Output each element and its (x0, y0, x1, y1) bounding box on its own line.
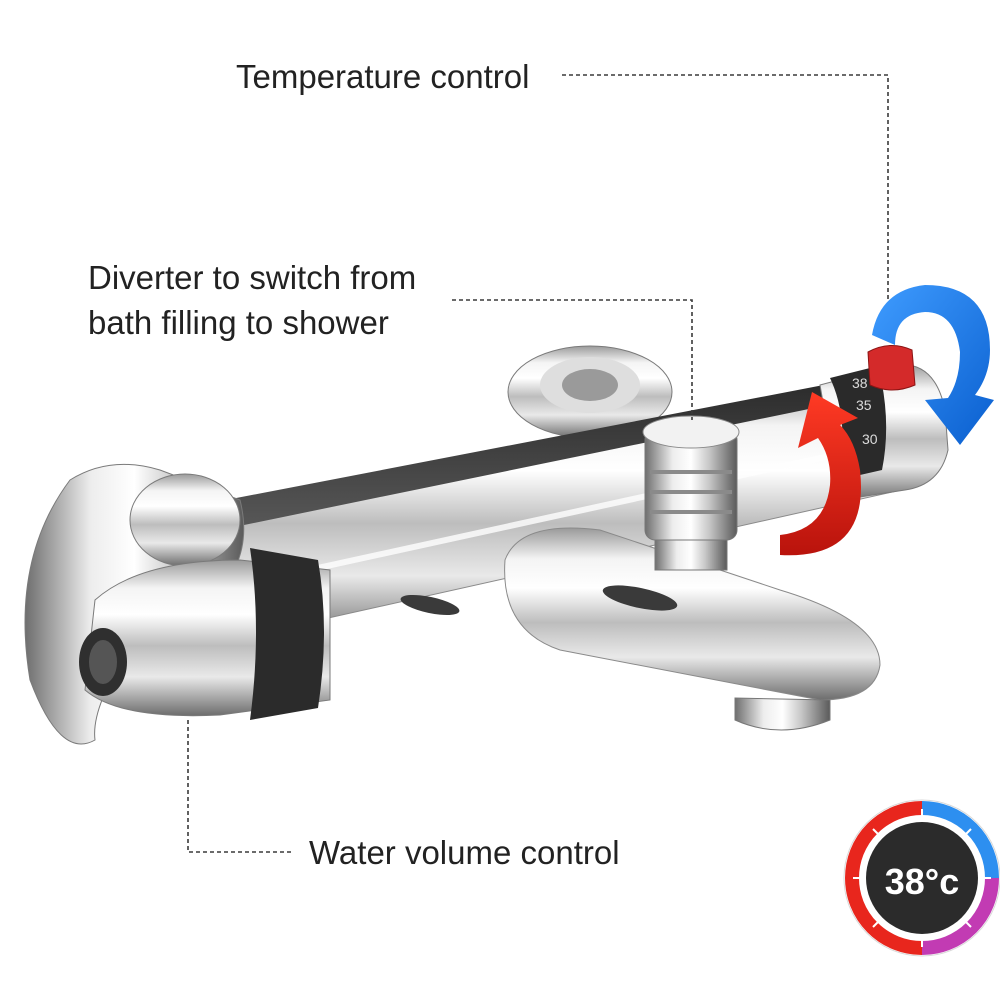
scale-mark-low: 30 (862, 431, 878, 447)
cold-rotation-arrow (872, 285, 994, 445)
temperature-control-label: Temperature control (236, 58, 530, 95)
diverter-knob (642, 415, 740, 571)
water-volume-control-label: Water volume control (309, 834, 620, 871)
volume-control-handle (79, 548, 331, 720)
volume-leader-line (187, 720, 292, 853)
diverter-label-line-2: bath filling to shower (88, 304, 389, 341)
diverter-leader-line (452, 299, 693, 420)
back-wall-connector (507, 345, 673, 439)
temperature-badge (843, 799, 1000, 957)
bath-spout (400, 527, 881, 731)
scale-mark-mid: 35 (856, 397, 872, 413)
temperature-leader-line (562, 74, 889, 300)
temperature-reading: 38°c (884, 861, 960, 902)
hot-rotation-arrow (780, 392, 861, 556)
scale-mark-high: 38 (852, 375, 868, 391)
diverter-label-line-1: Diverter to switch from (88, 259, 417, 296)
